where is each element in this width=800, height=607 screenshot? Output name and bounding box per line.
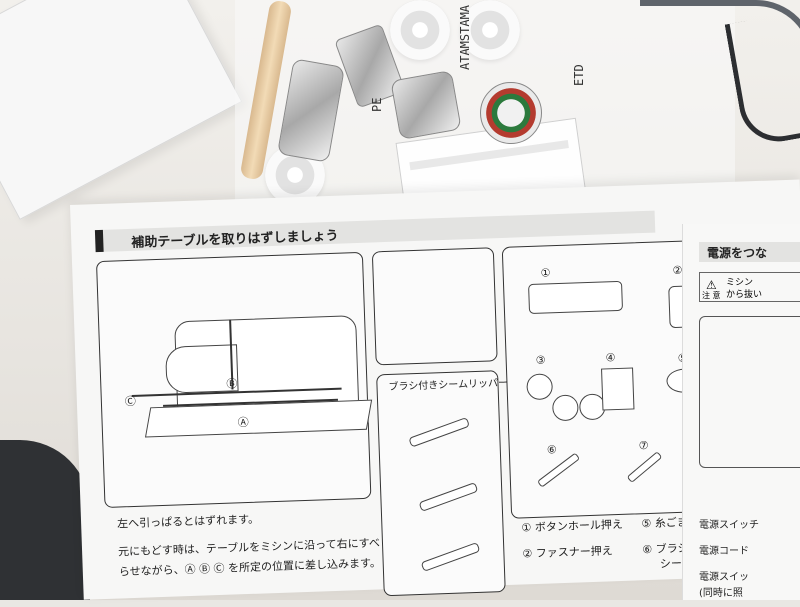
bobbin	[460, 0, 520, 60]
right-manual-page: 電源をつな ⚠ ミシン から抜い 注 意 電源スイッチ 電源コード 電源スイッ …	[682, 224, 800, 600]
bag-text-2: ATAMSTAMA	[458, 4, 472, 70]
right-text-2: 電源コード	[699, 546, 749, 557]
right-header-bar	[699, 242, 800, 262]
label-a: Ⓐ	[237, 415, 249, 430]
warning-icon: ⚠	[706, 278, 717, 292]
num-6: ⑥	[546, 443, 557, 457]
right-illustration-box	[699, 316, 800, 468]
right-text-1: 電源スイッチ	[699, 520, 759, 531]
card-stripe	[409, 140, 569, 171]
buttonhole-foot-drawing	[528, 280, 624, 315]
num-1: ①	[540, 266, 551, 280]
instruction-line-1: 左へ引っぱるとはずれます。	[116, 512, 260, 531]
warning-line-1: ミシン	[726, 278, 754, 288]
warning-box: ⚠ ミシン から抜い 注 意	[699, 272, 800, 302]
num-7: ⑦	[638, 438, 649, 453]
warning-label: 注 意	[702, 291, 721, 300]
item-2: ② ファスナー押え	[522, 544, 613, 561]
label-c: Ⓒ	[124, 394, 137, 409]
num-4: ④	[605, 351, 616, 365]
green-red-badge	[480, 82, 542, 144]
right-page-title: 電源をつな	[707, 246, 768, 260]
right-text-3: 電源スイッ	[699, 572, 749, 583]
item-1: ① ボタンホール押え	[521, 517, 624, 535]
needle-pack-drawing	[601, 367, 635, 411]
label-b: Ⓑ	[226, 377, 238, 391]
right-text-4: (同時に照	[699, 588, 743, 599]
sewing-machine-drawing	[142, 264, 398, 443]
warning-line-2: から抜い	[726, 290, 763, 300]
dark-object	[0, 440, 90, 600]
bobbin	[390, 0, 450, 60]
header-mark	[94, 229, 104, 253]
num-3: ③	[535, 353, 546, 367]
bag-text-3: ETD	[572, 64, 586, 86]
bag-text-1: PE	[370, 97, 384, 112]
zipper-foot	[390, 70, 462, 140]
grey-cable	[640, 0, 800, 146]
